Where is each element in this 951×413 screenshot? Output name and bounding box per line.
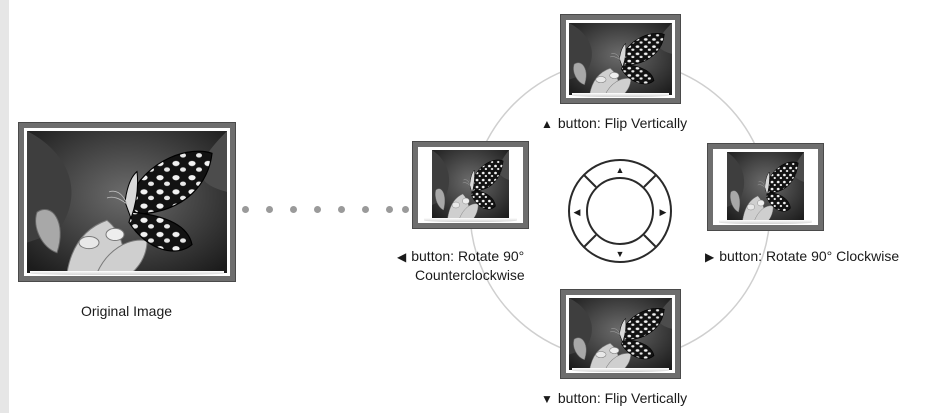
frame-glare (30, 271, 224, 275)
connector-dot (338, 206, 345, 213)
rotate-ccw-image-frame (412, 141, 529, 229)
right-action-label: ▶ button: Rotate 90° Clockwise (705, 248, 899, 266)
butterfly-photo (569, 23, 672, 95)
connector-dot (362, 206, 369, 213)
connector-dot (314, 206, 321, 213)
dpad-right-arrow: ▶ (660, 207, 667, 217)
dpad-down-arrow: ▼ (616, 249, 625, 259)
down-arrow-icon: ▼ (541, 392, 553, 406)
down-action-label: ▼ button: Flip Vertically (541, 390, 687, 408)
connector-dot (242, 206, 249, 213)
flip-up-image-frame (560, 14, 681, 104)
left-action-label: ◀ button: Rotate 90° (397, 248, 524, 266)
flip-down-image-frame (560, 289, 681, 379)
butterfly-photo (432, 150, 509, 220)
connector-dot (402, 206, 409, 213)
connector-dot (290, 206, 297, 213)
left-action-text: button: Rotate 90° (411, 248, 525, 264)
dpad-left-arrow: ◀ (574, 207, 581, 217)
page-edge-rule (0, 0, 9, 413)
butterfly-photo (27, 131, 227, 273)
frame-glare (572, 93, 669, 97)
up-action-label: ▲ button: Flip Vertically (541, 115, 687, 133)
dpad-up-arrow: ▲ (616, 165, 625, 175)
up-arrow-icon: ▲ (541, 117, 553, 131)
frame-glare (424, 218, 517, 222)
connector-dot (386, 206, 393, 213)
original-image-frame (18, 122, 236, 282)
up-action-text: button: Flip Vertically (557, 115, 688, 131)
down-action-text: button: Flip Vertically (557, 390, 688, 406)
butterfly-photo (569, 298, 672, 370)
left-action-text-line2: Counterclockwise (415, 267, 525, 283)
left-arrow-icon: ◀ (397, 250, 407, 264)
original-image-caption: Original Image (81, 303, 173, 319)
frame-glare (719, 220, 812, 224)
rotate-cw-image-frame (707, 143, 824, 231)
right-action-text: button: Rotate 90° Clockwise (719, 248, 900, 264)
connector-dot (266, 206, 273, 213)
frame-glare (572, 368, 669, 372)
dpad-icon: ▲ ▼ ◀ ▶ (568, 159, 672, 263)
butterfly-photo (727, 152, 804, 222)
right-arrow-icon: ▶ (705, 250, 715, 264)
